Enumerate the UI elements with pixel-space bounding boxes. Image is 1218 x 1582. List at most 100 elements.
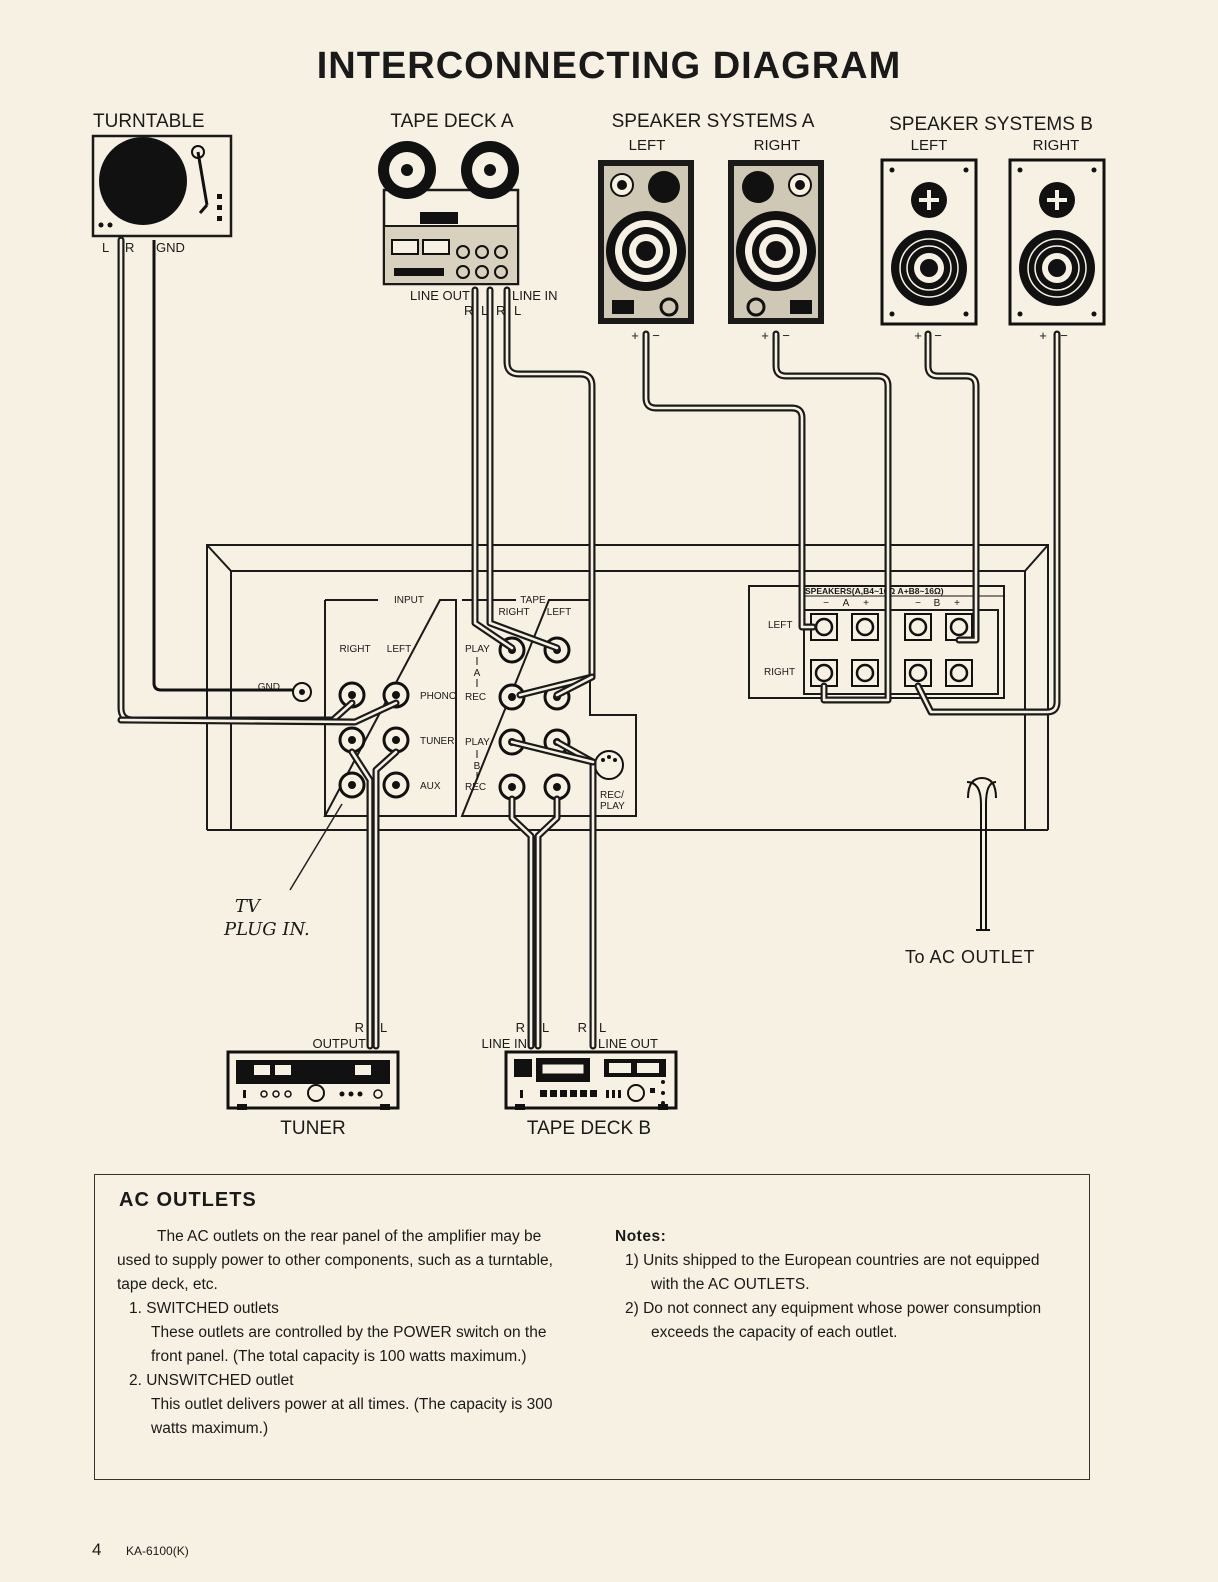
tape-b-out-l: L (599, 1020, 606, 1035)
deck-a-label: A (474, 668, 481, 679)
speaker-systems-b: SPEAKER SYSTEMS B LEFT RIGHT (880, 114, 1106, 343)
unswitched-outlet-body: This outlet delivers power at all times.… (151, 1396, 553, 1437)
tuner-input-label: TUNER (420, 736, 454, 747)
cable-tape-b-in-r (508, 795, 535, 1050)
terminal-right-b-plus[interactable] (945, 659, 973, 687)
spk-term-a-minus: − (823, 598, 829, 609)
speakers-b-label: SPEAKER SYSTEMS B (889, 114, 1093, 135)
tuner-pin-l: L (380, 1020, 387, 1035)
deck-b-label: B (474, 761, 481, 772)
tape-a-out-l: L (481, 303, 488, 318)
tape-b-line-out: LINE OUT (598, 1036, 658, 1051)
spk-a-left-minus: − (652, 328, 660, 343)
rec-b-label: REC (465, 782, 486, 793)
tape-b-out-r: R (578, 1020, 587, 1035)
tape-right: RIGHT (498, 607, 529, 618)
unswitched-outlet-title: 2. UNSWITCHED outlet (129, 1372, 294, 1389)
speakers-a-label: SPEAKER SYSTEMS A (612, 111, 815, 132)
model-number: KA-6100(K) (126, 1544, 189, 1558)
tape-b-in-l: L (542, 1020, 549, 1035)
speaker-a-right (728, 160, 824, 324)
terminal-right-a-plus[interactable] (851, 659, 879, 687)
cable-tape-b-in-l (534, 795, 561, 1050)
spk-a-right-minus: − (782, 328, 790, 343)
tape-b-knob-icon (627, 1084, 645, 1102)
input-panel: INPUT RIGHT LEFT GND PHONO TUNER AUX (258, 595, 457, 817)
cable-spk-a-right (772, 330, 892, 704)
handwritten-plug-in: PLUG IN. (223, 919, 310, 940)
tape-a-line-out: LINE OUT (410, 288, 470, 303)
gnd-label: GND (258, 682, 280, 693)
spk-term-b-minus: − (915, 598, 921, 609)
spk-b-right-plus: + (1039, 328, 1047, 343)
platter-icon (99, 137, 187, 225)
tape-a-in-r: R (496, 303, 505, 318)
tuner-label: TUNER (280, 1118, 345, 1139)
tuner-knob-icon (307, 1084, 325, 1102)
turntable: TURNTABLE L R GND (91, 111, 233, 255)
spk-term-right: RIGHT (764, 667, 795, 678)
ac-outlets-notes: Notes: 1) Units shipped to the European … (615, 1225, 1065, 1345)
speaker-systems-a: SPEAKER SYSTEMS A LEFT RIGHT (598, 111, 824, 343)
spk-a-left-plus: + (631, 328, 639, 343)
terminal-left-b-plus[interactable] (945, 613, 973, 641)
phono-label: PHONO (420, 691, 457, 702)
page-title: INTERCONNECTING DIAGRAM (317, 45, 902, 87)
tuner-pin-r: R (355, 1020, 364, 1035)
cable-turntable-gnd (152, 240, 293, 692)
tape-b-line-in: LINE IN (481, 1036, 527, 1051)
tape-panel: TAPE RIGHT LEFT PLAY A REC PLAY B REC (460, 595, 637, 817)
ac-power-cord (966, 781, 997, 930)
tuner-output-label: OUTPUT (313, 1036, 367, 1051)
tape-deck-a-label: TAPE DECK A (390, 111, 514, 132)
play-b-label: PLAY (465, 737, 490, 748)
tape-deck-b-label: TAPE DECK B (527, 1118, 651, 1139)
tape-a-out-r: R (464, 303, 473, 318)
speaker-a-left (598, 160, 694, 324)
cables (117, 236, 1061, 1050)
ac-outlets-description: The AC outlets on the rear panel of the … (117, 1225, 565, 1441)
tape-left: LEFT (547, 607, 571, 618)
tape-a-in-l: L (514, 303, 521, 318)
speakers-a-right: RIGHT (754, 137, 801, 154)
turntable-pin-r: R (125, 240, 134, 255)
spk-term-b: B (934, 598, 941, 609)
switched-outlets-body: These outlets are controlled by the POWE… (151, 1324, 547, 1365)
spk-a-right-plus: + (761, 328, 769, 343)
switched-outlets-title: 1. SWITCHED outlets (129, 1300, 279, 1317)
tape-b-in-r: R (516, 1020, 525, 1035)
page-number: 4 (92, 1540, 102, 1559)
input-header: INPUT (394, 595, 424, 606)
spk-term-a: A (843, 598, 850, 609)
note-2: 2) Do not connect any equipment whose po… (625, 1300, 1042, 1341)
terminal-right-b-minus[interactable] (904, 659, 932, 687)
cable-spk-b-right (914, 330, 1061, 716)
input-right: RIGHT (339, 644, 370, 655)
rec-play-label-1: REC/ (600, 790, 624, 801)
speaker-terminal-panel: SPEAKERS(A,B4~16Ω A+B8~16Ω) − A + − B + … (748, 585, 1005, 699)
ac-outlets-box: AC OUTLETS The AC outlets on the rear pa… (94, 1174, 1090, 1480)
notes-title: Notes: (615, 1228, 667, 1245)
tape-header: TAPE (520, 595, 546, 606)
note-1: 1) Units shipped to the European countri… (625, 1252, 1040, 1293)
spk-b-left-plus: + (914, 328, 922, 343)
handwritten-tv: TV (235, 896, 262, 917)
ac-outlet-label: To AC OUTLET (905, 947, 1035, 967)
tape-deck-a: TAPE DECK A LINE OUT LINE IN R L R L (378, 111, 558, 318)
tuner: R L OUTPUT TUNER (226, 1020, 400, 1139)
speakers-b-right: RIGHT (1033, 137, 1080, 154)
spk-term-left: LEFT (768, 620, 792, 631)
tape-deck-b: R L R L LINE IN LINE OUT TAPE DECK B (481, 1020, 678, 1139)
turntable-pin-gnd: GND (156, 240, 185, 255)
speaker-b-right (1008, 158, 1106, 326)
input-left: LEFT (387, 644, 411, 655)
rec-a-label: REC (465, 692, 486, 703)
terminal-left-a-plus[interactable] (851, 613, 879, 641)
terminal-right-a-minus[interactable] (810, 659, 838, 687)
play-a-label: PLAY (465, 644, 490, 655)
aux-label: AUX (420, 781, 441, 792)
terminal-left-b-minus[interactable] (904, 613, 932, 641)
spk-b-left-minus: − (934, 328, 942, 343)
speakers-b-left: LEFT (911, 137, 948, 154)
